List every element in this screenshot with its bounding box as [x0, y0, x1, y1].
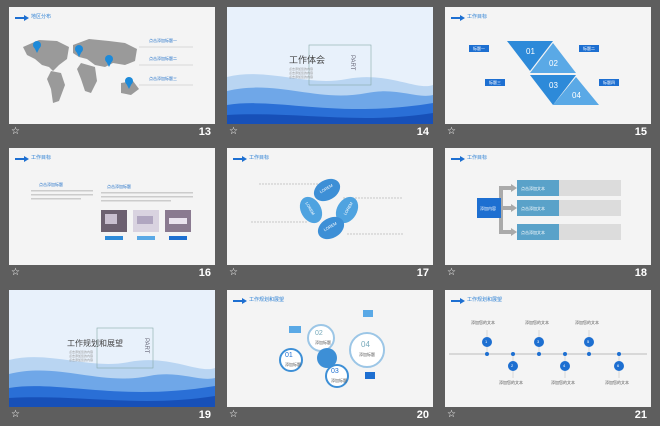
slide-preview: 工作规划和展望 1 2 3 4 5 6 添加您的文本 添加您的文本 添加您的文本…: [445, 290, 651, 407]
slide-thumbnail-14[interactable]: 工作体会 PART 点击添加您的内容点击添加您的内容点击添加您的内容 ☆ 14: [227, 7, 433, 143]
slide-preview: 工作目标 添加内容 点击添加文本 点击添加文本 点击添加文本: [445, 148, 651, 265]
slide-thumbnail-21[interactable]: 工作规划和展望 1 2 3 4 5 6 添加您的文本 添加您的文本 添加您的文本…: [445, 290, 651, 426]
wave-background: [9, 327, 215, 407]
slide-title: 工作规划和展望: [467, 297, 503, 303]
slide-thumbnail-20[interactable]: 工作规划和展望 02 添加标题 01 添加标题 03 添加标题 04 添加标题 …: [227, 290, 433, 426]
timeline-diagram: [449, 330, 647, 378]
slide-preview: 工作体会 PART 点击添加您的内容点击添加您的内容点击添加您的内容: [227, 7, 433, 124]
slide-preview: 工作规划和展望 02 添加标题 01 添加标题 03 添加标题 04 添加标题: [227, 290, 433, 407]
slide-title: 工作体会: [289, 55, 326, 65]
triangle-diagram: [469, 41, 619, 105]
slide-thumbnail-17[interactable]: 工作目标 LOREM LOREM LOREM LOREM ☆ 17: [227, 148, 433, 284]
slide-thumbnail-19[interactable]: 工作规划和展望 PART 点击添加您的内容点击添加您的内容点击添加您的内容 ☆ 1…: [9, 290, 215, 426]
slide-title: 工作目标: [467, 14, 488, 20]
part-label: PART: [349, 55, 355, 71]
slide-thumbnail-15[interactable]: 工作目标 01 02 03 04 标题一 标题二 标题三 标题四 ☆ 15: [445, 7, 651, 143]
wave-background: [227, 44, 433, 124]
slide-number: 15: [634, 126, 647, 138]
part-label: PART: [143, 338, 149, 354]
circles-diagram: [279, 310, 385, 388]
slide-thumbnail-16[interactable]: 工作目标 点击添加标题 点击添加标题 ☆ 16: [9, 148, 215, 284]
slide-title: 工作规划和展望: [67, 339, 123, 348]
slide-thumbnail-18[interactable]: 工作目标 添加内容 点击添加文本 点击添加文本 点击添加文本 ☆ 18: [445, 148, 651, 284]
star-icon[interactable]: ☆: [11, 409, 20, 420]
star-icon[interactable]: ☆: [447, 126, 456, 137]
slide-number: 14: [416, 126, 429, 138]
slide-preview: 地区分布 点击添加标题一 点击添加标题二 点击添加标题三: [9, 7, 215, 124]
slide-number: 18: [634, 267, 647, 279]
slide-title: 工作目标: [467, 155, 488, 161]
star-icon[interactable]: ☆: [229, 409, 238, 420]
slide-number: 19: [198, 409, 211, 421]
slide-preview: 工作目标 01 02 03 04 标题一 标题二 标题三 标题四: [445, 7, 651, 124]
slide-number: 20: [416, 409, 429, 421]
world-map: [23, 39, 193, 103]
slide-preview: 工作规划和展望 PART 点击添加您的内容点击添加您的内容点击添加您的内容: [9, 290, 215, 407]
slide-title: 工作规划和展望: [249, 297, 285, 303]
photo-gallery: [31, 190, 193, 240]
slide-number: 13: [198, 126, 211, 138]
slide-title: 地区分布: [31, 14, 52, 20]
slide-number: 16: [198, 267, 211, 279]
star-icon[interactable]: ☆: [229, 267, 238, 278]
branch-diagram: [477, 180, 621, 240]
slide-thumbnail-13[interactable]: 地区分布 点击添加标题一 点击添加标题二 点击添加标题三 ☆ 13: [9, 7, 215, 143]
petal-diagram: [251, 178, 403, 240]
slide-title: 工作目标: [249, 155, 270, 161]
star-icon[interactable]: ☆: [11, 126, 20, 137]
slide-number: 17: [416, 267, 429, 279]
slide-preview: 工作目标 点击添加标题 点击添加标题: [9, 148, 215, 265]
star-icon[interactable]: ☆: [447, 409, 456, 420]
star-icon[interactable]: ☆: [229, 126, 238, 137]
star-icon[interactable]: ☆: [11, 267, 20, 278]
slide-preview: 工作目标 LOREM LOREM LOREM LOREM: [227, 148, 433, 265]
star-icon[interactable]: ☆: [447, 267, 456, 278]
slide-number: 21: [634, 409, 647, 421]
slide-title: 工作目标: [31, 155, 52, 161]
